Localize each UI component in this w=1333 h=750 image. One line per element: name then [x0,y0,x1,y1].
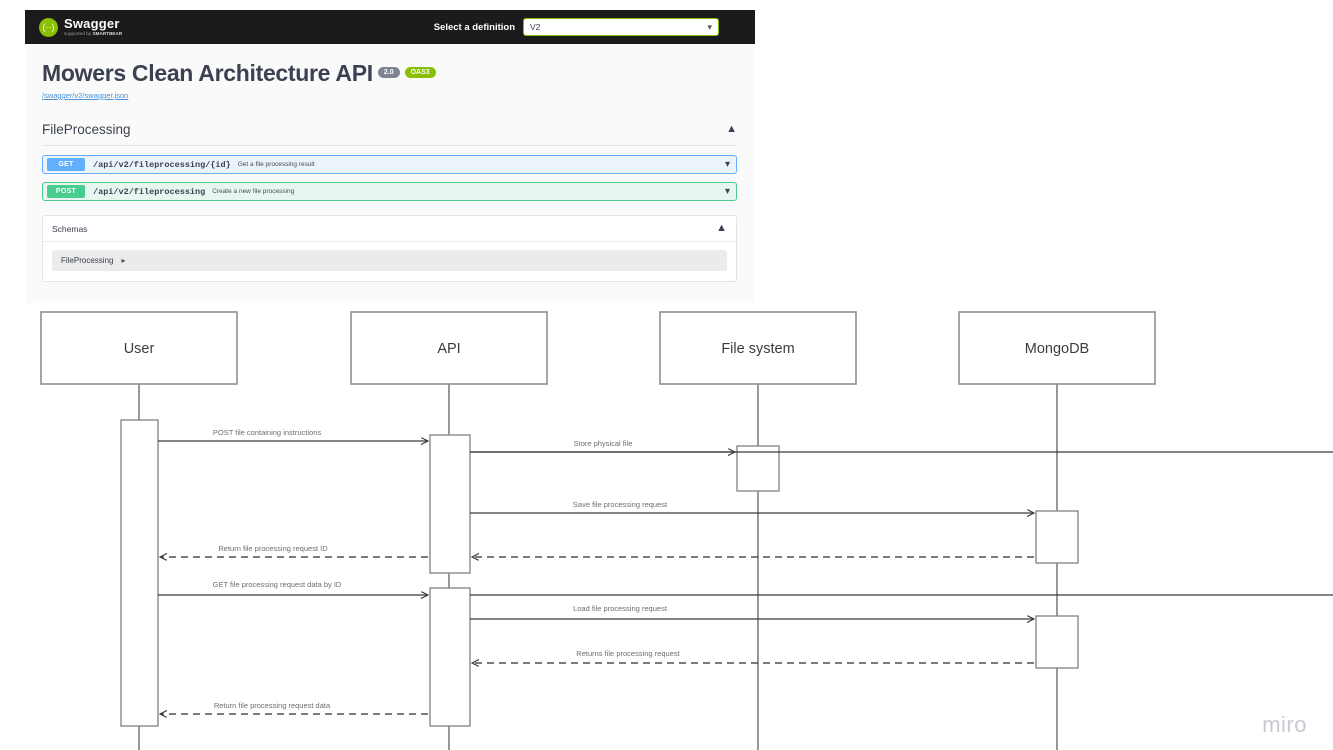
method-badge: GET [47,158,85,171]
chevron-up-icon[interactable]: ▲ [726,123,737,135]
message-label-load-request: Load file processing request [573,604,668,613]
participant-label-user: User [124,341,155,357]
message-label-store-physical: Store physical file [574,439,633,448]
definition-label: Select a definition [433,21,515,33]
message-label-return-request-data: Return file processing request data [214,701,331,710]
message-label-save-request: Save file processing request [573,500,668,509]
chevron-down-icon[interactable]: ▾ [724,159,730,170]
swagger-logo[interactable]: (··) Swagger supported by SMARTBEAR [39,17,122,37]
swagger-topbar: (··) Swagger supported by SMARTBEAR Sele… [25,10,755,44]
page-title: Mowers Clean Architecture API [42,60,373,86]
oas-badge: OAS3 [404,67,436,78]
participant-box-api [350,311,548,385]
miro-watermark: miro [1262,712,1307,737]
operation-summary: Create a new file processing [212,188,295,195]
activation-file-system [736,445,780,492]
schema-name: FileProcessing [61,256,114,265]
chevron-down-icon[interactable]: ▾ [724,186,730,197]
activation-api-1 [429,434,471,574]
schemas-section: Schemas ▲ FileProcessing ▸ [42,215,737,282]
activation-api-2 [429,587,471,727]
operation-path: /api/v2/fileprocessing [93,186,206,197]
tag-section-fileprocessing: FileProcessing ▲ GET /api/v2/fileprocess… [42,122,737,201]
message-label-post-file: POST file containing instructions [213,428,321,437]
definition-select[interactable]: V2 ▾ [523,18,719,36]
participant-box-mongodb [958,311,1156,385]
schema-item-fileprocessing[interactable]: FileProcessing ▸ [52,250,727,271]
api-title-row: Mowers Clean Architecture API 2.0 OAS3 [42,60,737,87]
chevron-up-icon[interactable]: ▲ [716,222,727,234]
operation-path: /api/v2/fileprocessing/{id} [93,159,231,170]
chevron-right-icon[interactable]: ▸ [121,256,126,265]
schemas-header[interactable]: Schemas ▲ [43,216,736,242]
message-label-get-request-data: GET file processing request data by ID [213,580,342,589]
participant-label-api: API [437,341,460,357]
swagger-logo-icon: (··) [39,17,58,37]
activation-user [120,419,159,727]
operation-summary: Get a file processing result [237,161,315,168]
schemas-title: Schemas [52,223,88,234]
tag-title: FileProcessing [42,122,131,137]
participant-box-file-system [659,311,857,385]
version-badge: 2.0 [377,67,400,78]
tag-header[interactable]: FileProcessing ▲ [42,122,737,146]
swagger-logo-subtitle: supported by SMARTBEAR [64,31,123,37]
swagger-logo-title: Swagger [64,16,120,32]
participant-label-mongodb: MongoDB [1025,341,1089,357]
swagger-body: Mowers Clean Architecture API 2.0 OAS3 /… [25,44,755,282]
activation-mongodb-1 [1035,510,1079,564]
message-label-return-request-id: Return file processing request ID [218,544,328,553]
participant-box-user [40,311,238,385]
definition-selector-group: Select a definition V2 ▾ [434,18,719,36]
chevron-down-icon: ▾ [707,21,712,32]
participant-label-file-system: File system [721,341,794,357]
method-badge: POST [47,185,85,198]
operation-post-fileprocessing[interactable]: POST /api/v2/fileprocessing Create a new… [42,182,737,201]
definition-select-value: V2 [530,22,541,32]
operations-list: GET /api/v2/fileprocessing/{id} Get a fi… [42,155,737,201]
message-label-returns-request: Returns file processing request [576,649,680,658]
spec-link[interactable]: /swagger/v2/swagger.json [42,91,129,100]
operation-get-fileprocessing-id[interactable]: GET /api/v2/fileprocessing/{id} Get a fi… [42,155,737,174]
swagger-ui-panel: (··) Swagger supported by SMARTBEAR Sele… [25,10,755,303]
activation-mongodb-2 [1035,615,1079,669]
sequence-diagram: User API File system MongoDB POST file c… [0,303,1333,750]
